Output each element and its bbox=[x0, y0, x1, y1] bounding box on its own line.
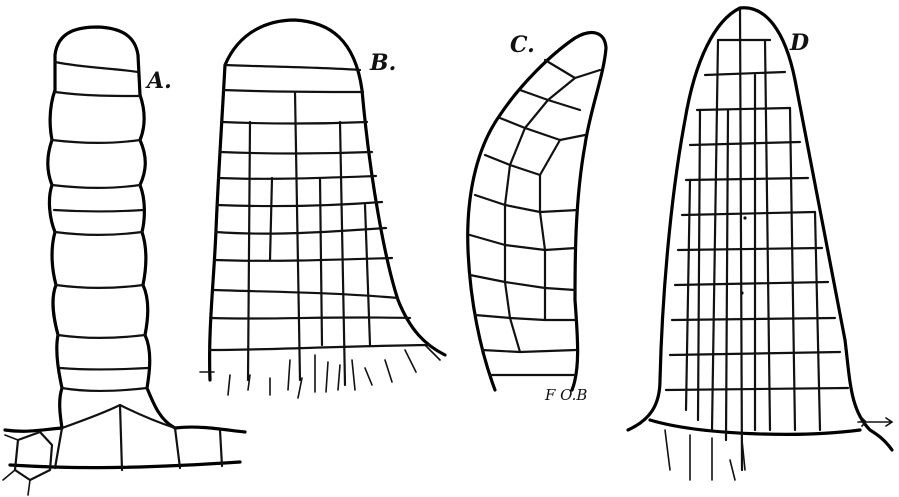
panel-a-cross-wall-7 bbox=[58, 335, 145, 338]
panel-b-tier-6 bbox=[216, 228, 386, 234]
panel-c-wall-1 bbox=[545, 60, 600, 78]
panel-d-verticals bbox=[686, 10, 820, 470]
panel-a-basal-wall-4 bbox=[175, 428, 180, 468]
panel-a-apical-cell bbox=[55, 27, 140, 95]
artist-signature: F O.B bbox=[544, 386, 587, 404]
panel-a-apical-wall bbox=[55, 62, 138, 72]
panel-d-dot-1 bbox=[743, 216, 746, 219]
panel-a-cross-wall-6 bbox=[56, 285, 143, 288]
panel-b-root-lines bbox=[200, 345, 440, 398]
panel-d-outline bbox=[628, 8, 892, 450]
panel-b-cap-wall bbox=[225, 65, 360, 70]
panel-a-cross-wall-9 bbox=[62, 388, 147, 391]
panel-c-wall-8 bbox=[475, 282, 576, 320]
panel-c bbox=[468, 33, 606, 390]
panel-b-tier-1 bbox=[223, 90, 363, 92]
panel-b-vertical-1 bbox=[248, 122, 250, 380]
panel-a-filament-right bbox=[140, 95, 175, 428]
panel-a-basal-wall-3 bbox=[120, 405, 122, 470]
panel-c-wall-2 bbox=[520, 78, 580, 110]
panel-a-cross-wall-4 bbox=[54, 210, 143, 212]
panel-d bbox=[628, 8, 892, 480]
panel-b-vertical-3 bbox=[340, 122, 345, 385]
panel-a-cross-wall-3 bbox=[52, 185, 140, 188]
panel-a-basal-wall-2 bbox=[55, 428, 62, 468]
panel-b-vertical-2 bbox=[295, 92, 300, 380]
panel-b-vertical-6 bbox=[365, 205, 370, 345]
panel-a-label: A. bbox=[145, 68, 172, 94]
panel-b-label: B. bbox=[369, 50, 396, 76]
panel-c-label: C. bbox=[510, 32, 535, 58]
panel-b-tier-7 bbox=[215, 258, 392, 261]
panel-b-tier-5 bbox=[217, 202, 382, 206]
panel-b-vertical-5 bbox=[320, 178, 322, 345]
panel-a-cross-wall-2 bbox=[52, 140, 140, 143]
panel-b bbox=[200, 20, 445, 398]
panel-b-tier-9 bbox=[212, 317, 410, 318]
panel-a-cross-wall-8 bbox=[60, 368, 148, 370]
panel-a-cross-wall-1 bbox=[55, 92, 140, 96]
panel-d-arrow bbox=[858, 418, 892, 426]
panel-c-wall-9 bbox=[482, 318, 576, 352]
panel-b-tier-8 bbox=[214, 290, 398, 298]
panel-d-lower-cells bbox=[665, 430, 745, 480]
panel-c-wall-5 bbox=[475, 165, 578, 212]
panel-a-basal-cell-left bbox=[15, 432, 52, 480]
panel-b-vertical-4 bbox=[270, 178, 272, 260]
panel-b-outline bbox=[210, 20, 445, 380]
panel-d-label: D bbox=[789, 30, 809, 56]
panel-c-wall-7 bbox=[470, 245, 575, 290]
panel-a bbox=[3, 27, 245, 495]
panel-b-tier-10 bbox=[210, 345, 430, 350]
panel-a-cross-wall-5 bbox=[55, 232, 142, 235]
panel-d-dot-2 bbox=[740, 291, 743, 294]
panel-a-basal-wall-5 bbox=[220, 430, 222, 466]
panel-c-wall-3 bbox=[500, 100, 585, 140]
